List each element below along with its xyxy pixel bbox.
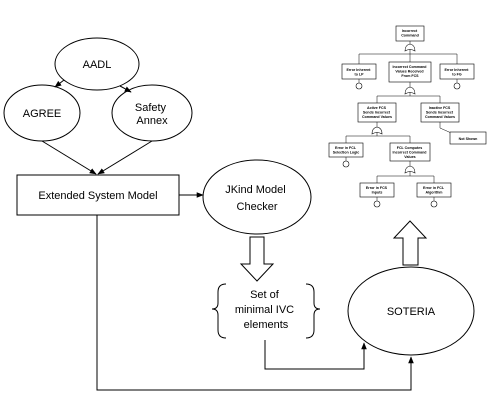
- ft-l4-b-line1: FCL Computes: [397, 146, 423, 150]
- svg-text:JKind Model Checker: JKind Model Checker: [225, 184, 289, 213]
- svg-text:Error in FCL Selection L: Error in FCL Selection Logic: [333, 146, 360, 155]
- ivc-label-line3: elements: [244, 319, 289, 331]
- svg-text:Safety Annex: Safety Annex: [135, 102, 169, 127]
- svg-text:Error in FCS Inputs: Error in FCS Inputs: [366, 186, 388, 195]
- svg-text:Error in FCL Algorithm: Error in FCL Algorithm: [423, 186, 445, 195]
- ft-top-line2: Command: [401, 34, 419, 38]
- safety-annex-node: Safety Annex: [111, 84, 193, 142]
- jkind-node: JKind Model Checker: [202, 159, 312, 235]
- ivc-elements-node: Set of minimal IVC elements: [211, 283, 321, 339]
- ft-basic-event-l4a: [342, 160, 350, 168]
- aadl-node: AADL: [54, 37, 140, 91]
- ft-l2-b-line1: Incorrect Command: [393, 65, 427, 69]
- ft-l5-b-line1: Error in FCL: [423, 186, 445, 190]
- svg-text:Error Inherent to FG: Error Inherent to FG: [445, 68, 470, 77]
- ft-basic-event-a: [355, 82, 363, 90]
- arrow-safety-model: [97, 140, 153, 175]
- fault-tree: Incorrect Command Error Inherent to LP I…: [328, 25, 487, 208]
- block-arrow-down: [239, 236, 275, 282]
- ft-l5-a-line2: Inputs: [372, 191, 383, 195]
- ft-l3-b-line3: Command Values: [425, 115, 455, 119]
- ft-l4-b-line3: Values: [404, 155, 415, 159]
- block-arrow-up: [392, 220, 428, 266]
- svg-text:Incorrect Command: Incorrect Command: [401, 29, 419, 38]
- ft-l4-a-line1: Error in FCL: [335, 146, 357, 150]
- safety-annex-label-line1: Safety: [135, 102, 167, 114]
- arrow-aadl-agree: [54, 79, 65, 88]
- ft-basic-event-c: [453, 82, 461, 90]
- ft-l5-b-line2: Algorithm: [426, 191, 443, 195]
- connector-model-soteria: [96, 215, 414, 391]
- connector-ivc-soteria: [264, 340, 367, 370]
- ft-l3-a-line1: Active FCS: [367, 106, 387, 110]
- ft-basic-event-l5a: [373, 200, 381, 208]
- svg-text:Set of minimal IVC: Set of minimal IVC elements: [235, 289, 297, 331]
- soteria-node: SOTERIA: [347, 266, 475, 356]
- ft-l3-b-line2: Sends Incorrect: [426, 111, 454, 115]
- extended-system-model-label: Extended System Model: [38, 190, 157, 202]
- ft-l5-a-line1: Error in FCS: [366, 186, 388, 190]
- ivc-label-line1: Set of: [250, 289, 280, 301]
- ft-l2-a-line2: to LP: [355, 73, 365, 77]
- ft-l2-b-line3: From FCS: [401, 74, 419, 78]
- ft-l2-c-line1: Error Inherent: [445, 68, 470, 72]
- arrow-aadl-safety: [119, 85, 132, 93]
- svg-text:Active FCS Sends Incorre: Active FCS Sends Incorrect Command Value…: [362, 106, 392, 119]
- svg-text:FCL Computes Incorrect C: FCL Computes Incorrect Command Values: [393, 146, 428, 159]
- agree-label: AGREE: [23, 108, 62, 120]
- aadl-label: AADL: [83, 59, 112, 71]
- ft-side-note: Not Shown: [459, 137, 478, 141]
- ivc-label-line2: minimal IVC: [235, 304, 294, 316]
- ft-top-line1: Incorrect: [402, 29, 418, 33]
- svg-text:Inactive FCS Sends Incor: Inactive FCS Sends Incorrect Command Val…: [425, 106, 455, 119]
- safety-annex-label-line2: Annex: [136, 115, 168, 127]
- jkind-label-line2: Checker: [237, 201, 278, 213]
- agree-node: AGREE: [3, 84, 81, 142]
- ft-basic-event-l5b: [430, 200, 438, 208]
- arrow-agree-model: [41, 140, 97, 175]
- ft-l3-a-line3: Command Values: [362, 115, 392, 119]
- ft-l3-a-line2: Sends Incorrect: [363, 111, 391, 115]
- extended-system-model-node: Extended System Model: [16, 174, 180, 216]
- jkind-label-line1: JKind Model: [225, 184, 286, 196]
- ft-l2-b-line2: Values Received: [395, 70, 423, 74]
- svg-text:Error Inherent to LP: Error Inherent to LP: [347, 68, 372, 77]
- ft-l2-a-line1: Error Inherent: [347, 68, 372, 72]
- ft-l3-b-line1: Inactive FCS: [429, 106, 451, 110]
- ft-l4-b-line2: Incorrect Command: [393, 151, 427, 155]
- ft-l4-a-line2: Selection Logic: [333, 151, 360, 155]
- ft-l2-c-line2: to FG: [452, 73, 462, 77]
- svg-text:Incorrect Command Values: Incorrect Command Values Received From F…: [393, 65, 428, 78]
- soteria-label: SOTERIA: [387, 306, 436, 318]
